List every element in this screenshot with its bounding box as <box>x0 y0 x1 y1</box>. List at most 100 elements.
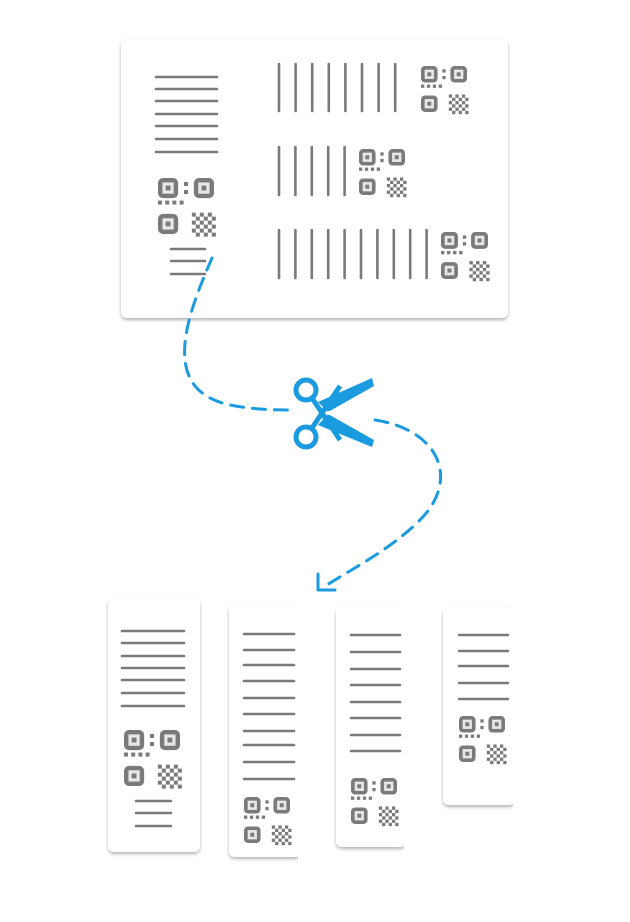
qr-module <box>281 828 285 833</box>
qr-finder-dot <box>131 773 137 779</box>
qr-module <box>453 250 457 255</box>
qr-module <box>486 264 490 268</box>
scissors-arm <box>309 396 343 442</box>
qr-module <box>496 760 500 765</box>
qr-module <box>395 822 399 827</box>
qr-finder-dot <box>250 803 255 808</box>
qr-finder-dot <box>477 238 482 243</box>
qr-module <box>391 806 396 810</box>
qr-module <box>169 784 174 789</box>
qr-code-icon <box>244 797 292 846</box>
qr-module <box>499 744 504 748</box>
qr-module <box>390 180 394 185</box>
qr-module <box>173 764 178 769</box>
qr-module <box>493 751 497 755</box>
qr-module <box>421 84 425 88</box>
qr-module <box>465 97 469 102</box>
barcode-icon <box>277 62 397 113</box>
qr-module <box>386 184 391 188</box>
qr-module <box>503 754 507 758</box>
scissors-handle <box>293 377 319 403</box>
qr-module <box>165 772 170 777</box>
qr-module <box>464 734 469 738</box>
scissors-blade <box>318 414 374 447</box>
qr-module <box>399 184 404 188</box>
qr-module <box>173 772 178 777</box>
qr-module <box>382 816 386 820</box>
qr-module <box>396 180 400 185</box>
slip-text <box>457 633 510 701</box>
qr-module <box>177 776 182 781</box>
qr-finder-dot <box>456 72 461 77</box>
qr-module <box>284 838 289 842</box>
qr-module <box>177 784 182 789</box>
qr-module <box>385 819 389 823</box>
qr-module <box>393 190 397 194</box>
qr-finder-dot <box>394 155 399 160</box>
qr-module <box>385 806 389 810</box>
qr-module <box>395 809 399 814</box>
scissors-pivot <box>327 411 331 415</box>
qr-module <box>469 267 473 272</box>
qr-module <box>255 815 260 819</box>
qr-code-icon <box>359 149 407 198</box>
qr-finder-dot <box>447 268 452 273</box>
qr-module <box>390 187 394 191</box>
qr-module <box>393 184 397 188</box>
qr-module <box>199 212 204 217</box>
qr-module <box>265 800 269 804</box>
qr-module <box>432 84 437 88</box>
qr-module <box>388 822 392 827</box>
qr-module <box>385 813 389 817</box>
qr-module <box>462 235 467 239</box>
qr-module <box>376 167 381 171</box>
qr-module <box>370 167 375 171</box>
qr-module <box>261 815 266 819</box>
qr-module <box>191 228 196 233</box>
qr-code-icon <box>421 66 469 115</box>
barcode-icon <box>277 145 346 197</box>
qr-module <box>284 825 289 829</box>
qr-module <box>503 760 507 765</box>
qr-module <box>403 193 407 198</box>
qr-module <box>452 104 456 108</box>
qr-module <box>281 841 285 846</box>
qr-finder-dot <box>279 803 284 808</box>
qr-module <box>403 187 407 191</box>
qr-module <box>448 107 453 111</box>
qr-module <box>496 747 500 752</box>
qr-module <box>395 816 399 820</box>
qr-module <box>469 261 473 265</box>
qr-module <box>157 764 162 769</box>
qr-module <box>472 277 477 282</box>
qr-module <box>138 752 143 757</box>
qr-module <box>499 751 504 755</box>
qr-module <box>172 200 177 205</box>
qr-module <box>191 212 196 217</box>
qr-module <box>157 772 162 777</box>
qr-module <box>380 158 384 163</box>
qr-code-icon <box>351 778 399 827</box>
qr-module <box>184 190 188 195</box>
qr-module <box>203 216 208 221</box>
qr-module <box>284 832 289 836</box>
qr-finder-dot <box>365 184 370 189</box>
qr-module <box>359 167 363 171</box>
qr-finder-dot <box>465 751 470 756</box>
qr-module <box>207 212 212 217</box>
qr-module <box>458 97 462 102</box>
qr-module <box>244 815 248 819</box>
qr-module <box>447 250 451 255</box>
qr-module <box>462 242 467 246</box>
qr-module <box>403 180 407 185</box>
qr-module <box>378 819 383 823</box>
qr-module <box>441 250 445 255</box>
qr-module <box>448 94 453 98</box>
qr-module <box>211 216 216 221</box>
qr-module <box>390 193 394 198</box>
qr-module <box>499 757 504 761</box>
qr-module <box>486 744 491 748</box>
qr-module <box>288 828 292 833</box>
qr-module <box>455 94 459 98</box>
